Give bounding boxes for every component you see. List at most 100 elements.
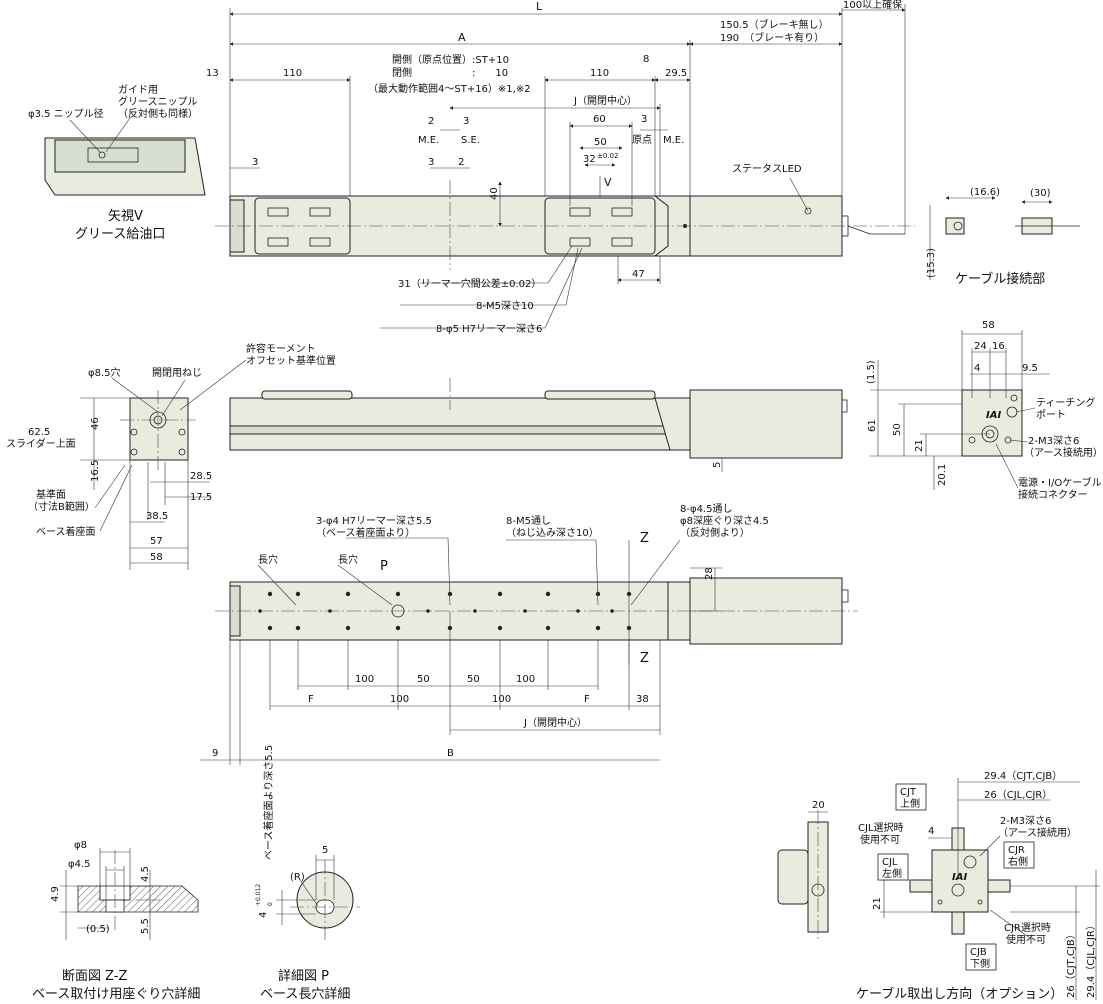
base-hole (295, 625, 301, 631)
dim-30: (30) (1030, 188, 1051, 199)
base-hole-center (426, 609, 430, 613)
section-zz: φ8 φ4.5 4.9 4.5 (0.5) 5.5 断面図 Z-Z ベース取付け… (32, 840, 200, 1002)
phi35-label: φ3.5 ニップル径 (28, 107, 104, 120)
dim-62-5: 62.5 (28, 427, 50, 438)
status-led: ステータスLED (732, 163, 802, 175)
dim-A: A (458, 31, 466, 44)
opt-dim-20: 20 (812, 800, 825, 811)
end-dim-9-5: 9.5 (1022, 363, 1038, 374)
teach-label1: ティーチング (1036, 396, 1095, 409)
dim-17-5: 17.5 (190, 492, 212, 503)
phi85-label: φ8.5穴 (88, 366, 121, 379)
dim-100c: 100 (390, 694, 409, 705)
opt-dim-4: 4 (928, 826, 934, 837)
dim-100b: 100 (516, 674, 535, 685)
dim-28: 28 (704, 567, 715, 580)
dim-100: 100以上確保 (843, 0, 902, 11)
p-dim-5: 5 (322, 845, 328, 856)
base-hole-center (258, 609, 262, 613)
zz-phi4-5: φ4.5 (68, 859, 91, 870)
section-z-bottom: Z (640, 651, 649, 666)
opt-dim-21: 21 (872, 897, 883, 910)
dim-57: 57 (150, 536, 163, 547)
section-z-top: Z (640, 531, 649, 546)
dim-5: 5 (712, 462, 723, 468)
phi4-label1: 3-φ4 H7リーマー深さ5.5 (316, 515, 432, 527)
bottom-view: 3-φ4 H7リーマー深さ5.5 （ベース着座面より） 8-M5通し （ねじ込み… (200, 503, 858, 765)
end-m3-label2: （アース接続用） (1024, 446, 1103, 459)
dim-J: J（開閉中心） (573, 94, 637, 107)
power-label2: 接続コネクター (1018, 488, 1088, 501)
opt-dim-26a: 26（CJL,CJR） (984, 789, 1052, 801)
detail-p-marker: P (380, 559, 388, 574)
se-label: S.E. (461, 135, 480, 146)
view-v: φ3.5 ニップル径 ガイド用 グリースニップル （反対側も同様） 矢視V グリ… (28, 84, 206, 242)
dim-8: 8 (643, 54, 649, 65)
dim-F1: F (308, 694, 314, 705)
dim-32: 32 (583, 154, 596, 165)
dim-3d: 3 (428, 157, 434, 168)
p-tol-dn: 0 (267, 902, 274, 906)
base-hole-center (610, 609, 614, 613)
base-ref-label1: 基準面 (36, 488, 66, 501)
note-m5: 8-M5深さ10 (476, 300, 534, 312)
phi45-label3: （反対側より） (680, 526, 750, 539)
guide-label1: ガイド用 (118, 84, 158, 96)
p-depth: ベース着座面より深さ5.5 (262, 745, 275, 860)
cjl-sel-label2: 使用不可 (860, 833, 900, 846)
base-hole (497, 591, 503, 597)
base-hole (295, 591, 301, 597)
dim-B: B (447, 748, 454, 759)
dim-3a: 3 (463, 116, 469, 127)
dim-40: 40 (489, 187, 500, 200)
guide-label3: （反対側も同様） (118, 107, 198, 120)
opt-dim-29-4b: 29.4（CJL,CJR） (1085, 920, 1097, 998)
me-right: M.E. (663, 135, 684, 146)
dim-50: 50 (594, 137, 607, 148)
dim-100d: 100 (492, 694, 511, 705)
note-phi5: 8-φ5 H7リーマー深さ6 (436, 323, 542, 335)
cjt-label1: CJT (900, 787, 917, 798)
side-view: φ8.5穴 開閉用ねじ 許容モーメント オフセット基準位置 46 62.5 スラ… (6, 342, 336, 570)
dim-16-6: (16.6) (970, 187, 1000, 198)
p-dim-4: 4 (258, 912, 269, 918)
base-hole (267, 591, 273, 597)
base-hole-center (328, 609, 332, 613)
dim-16-5: 16.5 (90, 460, 101, 482)
cjl-label1: CJL (882, 857, 898, 868)
dim-3c: 3 (252, 157, 258, 168)
guide-label2: グリースニップル (118, 95, 198, 108)
m5-label2: （ねじ込み深さ10） (506, 527, 599, 539)
moment-label1: 許容モーメント (246, 342, 316, 355)
end-view: IAI 58 24 16 (1.5) 4 9.5 61 50 ティーチング ポー… (866, 320, 1103, 501)
moment-label2: オフセット基準位置 (246, 354, 336, 367)
slider-top-label: スライダー上面 (6, 437, 76, 450)
dim-190: 190 （ブレーキ有り） (720, 31, 824, 44)
base-hole (267, 625, 273, 631)
note-open1: 開側（原点位置）:ST+10 (392, 53, 509, 66)
dim-60: 60 (593, 114, 606, 125)
view-v-marker: V (604, 176, 612, 189)
base-hole (345, 625, 351, 631)
dim-150: 150.5（ブレーキ無し） (720, 18, 829, 31)
base-hole (545, 625, 551, 631)
dim-3b: 3 (641, 114, 647, 125)
end-logo: IAI (986, 410, 1001, 421)
end-dim-50: 50 (892, 423, 903, 436)
base-hole (497, 625, 503, 631)
cjr-label1: CJR (1008, 845, 1025, 856)
dim-29-5: 29.5 (665, 68, 687, 79)
dim-100a: 100 (355, 674, 374, 685)
power-label1: 電源・I/Oケーブル (1018, 476, 1102, 489)
base-hole (595, 625, 601, 631)
end-dim-20-1: 20.1 (937, 464, 948, 486)
dim-47: 47 (632, 269, 645, 280)
end-dim-58: 58 (982, 320, 995, 331)
cjl-label2: 左側 (882, 867, 902, 880)
dim-50a: 50 (417, 674, 430, 685)
top-view: L 100以上確保 A 150.5（ブレーキ無し） 190 （ブレーキ有り） 1… (206, 0, 915, 335)
dim-13: 13 (206, 68, 219, 79)
cjr-sel-label1: CJR選択時 (1004, 921, 1051, 934)
p-title1: 詳細図 P (278, 968, 329, 984)
phi45-label2: φ8深座ぐり深さ4.5 (680, 514, 769, 527)
